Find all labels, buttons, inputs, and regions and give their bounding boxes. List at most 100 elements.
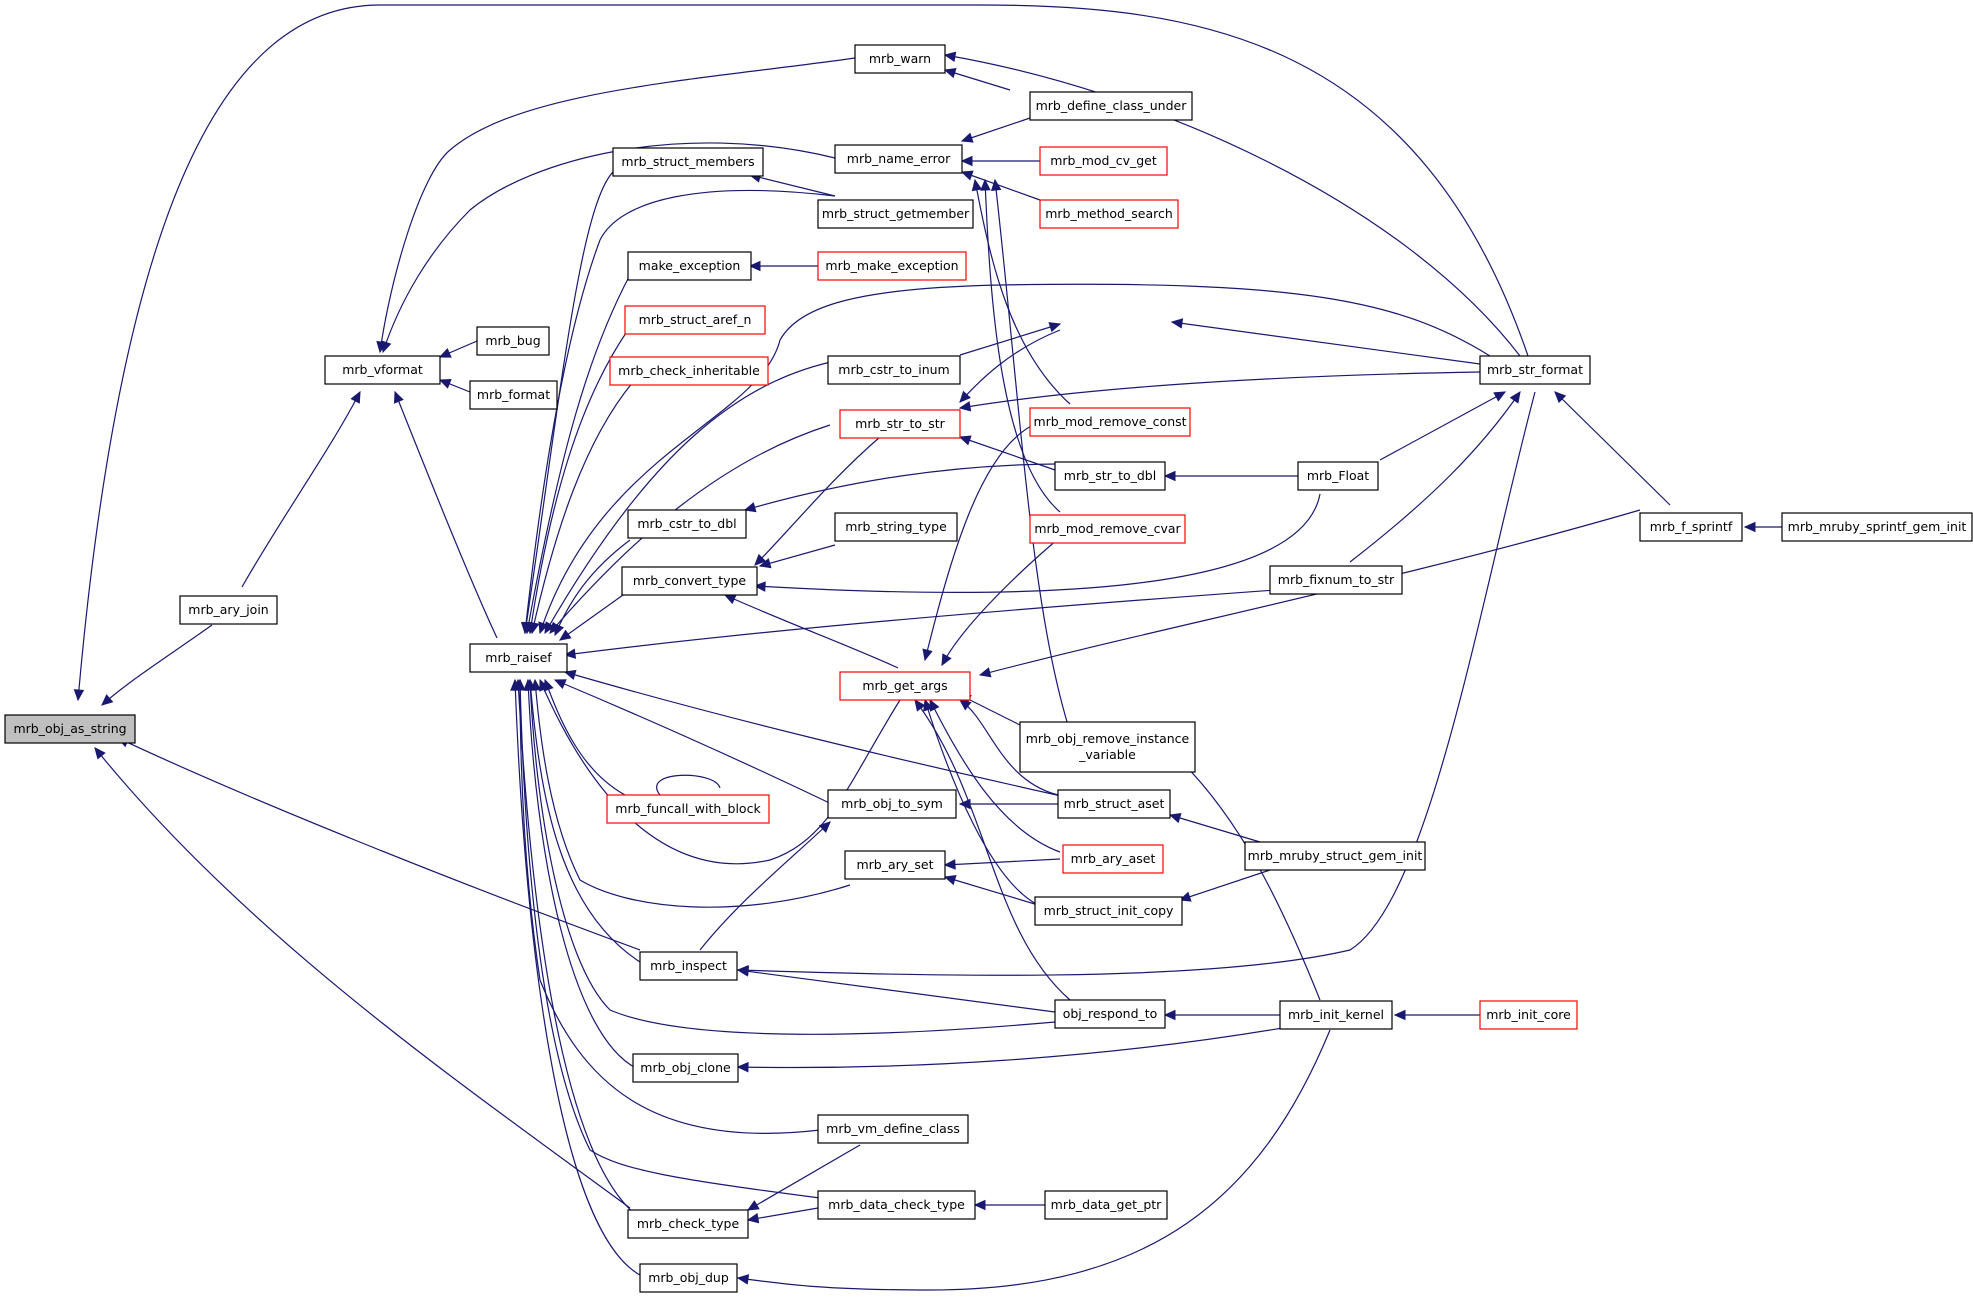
node-mrb-init-kernel[interactable]: mrb_init_kernel xyxy=(1279,1000,1393,1030)
node-mrb-obj-clone[interactable]: mrb_obj_clone xyxy=(632,1053,739,1083)
arrowhead xyxy=(914,699,926,712)
node-mrb-funcall-with-block[interactable]: mrb_funcall_with_block xyxy=(606,794,770,824)
node-mrb-method-search[interactable]: mrb_method_search xyxy=(1039,199,1179,229)
node-mrb-string-type[interactable]: mrb_string_type xyxy=(834,512,958,542)
arrowhead xyxy=(1163,470,1176,482)
arrowhead xyxy=(960,170,974,181)
node-mrb-obj-dup[interactable]: mrb_obj_dup xyxy=(639,1263,738,1293)
graph-nodes: mrb_obj_as_string mrb_ary_join mrb_vformat… xyxy=(4,44,1973,1293)
node-obj-respond-to[interactable]: obj_respond_to xyxy=(1054,999,1166,1029)
node-mrb-mod-remove-const[interactable]: mrb_mod_remove_const xyxy=(1029,407,1191,437)
node-mrb-cstr-to-inum[interactable]: mrb_cstr_to_inum xyxy=(827,355,961,385)
node-mrb-mod-remove-cvar[interactable]: mrb_mod_remove_cvar xyxy=(1029,514,1186,544)
node-mrb-ary-join[interactable]: mrb_ary_join xyxy=(179,595,278,625)
node-mrb-init-core[interactable]: mrb_init_core xyxy=(1479,1000,1578,1030)
edge-obj_respond_to-to-raisef xyxy=(529,679,1056,1035)
node-label: mrb_convert_type xyxy=(633,573,747,588)
node-box xyxy=(817,1190,976,1220)
node-mrb-struct-init-copy[interactable]: mrb_struct_init_copy xyxy=(1034,896,1183,926)
node-mrb-Float[interactable]: mrb_Float xyxy=(1297,461,1379,491)
node-mrb-check-type[interactable]: mrb_check_type xyxy=(627,1209,749,1239)
arrowhead xyxy=(746,1200,760,1211)
node-mrb-vformat[interactable]: mrb_vformat xyxy=(324,355,441,385)
edge-ary_join-to-vformat xyxy=(241,391,361,588)
edge-arrowheads xyxy=(73,51,1756,1285)
node-mrb-str-format[interactable]: mrb_str_format xyxy=(1479,355,1591,385)
node-mrb-struct-getmember[interactable]: mrb_struct_getmember xyxy=(817,199,974,229)
node-label: mrb_cstr_to_dbl xyxy=(637,516,736,531)
node-mrb-obj-to-sym[interactable]: mrb_obj_to_sym xyxy=(827,789,957,819)
node-box xyxy=(1044,1190,1168,1220)
arrowhead xyxy=(1168,812,1182,824)
node-mrb-struct-members[interactable]: mrb_struct_members xyxy=(612,147,764,177)
edge-funcall_with_block-to-raisef xyxy=(544,679,626,796)
node-mrb-f-sprintf[interactable]: mrb_f_sprintf xyxy=(1639,512,1743,542)
node-label: mrb_struct_aset xyxy=(1064,796,1165,811)
arrowhead xyxy=(1048,322,1062,333)
edge-ary_aset-to-get_args xyxy=(929,699,1061,853)
arrowhead xyxy=(980,178,991,191)
node-mrb-name-error[interactable]: mrb_name_error xyxy=(834,144,963,174)
node-mrb-vm-define-class[interactable]: mrb_vm_define_class xyxy=(817,1114,969,1144)
arrowhead xyxy=(960,132,974,143)
edge-str_to_str-to-raisef xyxy=(549,424,831,634)
node-mrb-convert-type[interactable]: mrb_convert_type xyxy=(621,566,758,596)
edge-str_format-to-obj_as_string xyxy=(77,4,1529,701)
node-mrb-ary-set[interactable]: mrb_ary_set xyxy=(844,850,946,880)
node-box xyxy=(839,409,961,439)
node-label: mrb_string_type xyxy=(845,519,947,534)
node-mrb-cstr-to-dbl[interactable]: mrb_cstr_to_dbl xyxy=(627,509,747,539)
node-mrb-ary-aset[interactable]: mrb_ary_aset xyxy=(1062,844,1164,874)
node-mrb-mruby-sprintf-gem-init[interactable]: mrb_mruby_sprintf_gem_init xyxy=(1781,512,1973,542)
node-mrb-struct-aset[interactable]: mrb_struct_aset xyxy=(1057,789,1171,819)
node-mrb-obj-remove-instance-variable[interactable]: mrb_obj_remove_instance_variable xyxy=(1019,721,1196,773)
node-box xyxy=(612,147,764,177)
arrowhead xyxy=(523,678,534,691)
edge-struct_getmember-to-raisef xyxy=(524,189,836,634)
node-mrb-data-get-ptr[interactable]: mrb_data_get_ptr xyxy=(1044,1190,1168,1220)
node-label: mrb_struct_members xyxy=(621,154,754,169)
node-box xyxy=(1029,514,1186,544)
edge-inspect-to-raisef xyxy=(529,679,641,963)
node-mrb-check-inheritable[interactable]: mrb_check_inheritable xyxy=(609,356,769,386)
arrowhead xyxy=(929,698,940,712)
arrowhead xyxy=(736,965,749,976)
edge-struct_gem_init-to-struct_init_copy xyxy=(1179,869,1271,901)
node-label: obj_respond_to xyxy=(1063,1006,1158,1021)
edge-cstr_to_inum-to-str_to_inum xyxy=(959,323,1061,356)
node-mrb-bug[interactable]: mrb_bug xyxy=(476,326,550,356)
arrowhead xyxy=(818,821,831,834)
node-mrb-mod-cv-get[interactable]: mrb_mod_cv_get xyxy=(1039,146,1168,176)
node-mrb-make-exception[interactable]: mrb_make_exception xyxy=(817,251,967,281)
edge-check_type-to-raisef xyxy=(517,679,641,1219)
node-mrb-raisef[interactable]: mrb_raisef xyxy=(469,643,568,673)
node-mrb-obj-as-string[interactable]: mrb_obj_as_string xyxy=(4,714,136,744)
node-label: mrb_raisef xyxy=(485,650,552,665)
node-mrb-data-check-type[interactable]: mrb_data_check_type xyxy=(817,1190,976,1220)
node-mrb-get-args[interactable]: mrb_get_args xyxy=(839,671,971,701)
call-edges xyxy=(77,4,1782,1291)
node-mrb-inspect[interactable]: mrb_inspect xyxy=(639,951,738,981)
node-mrb-define-class-under[interactable]: mrb_define_class_under xyxy=(1029,91,1193,121)
node-mrb-str-to-dbl[interactable]: mrb_str_to_dbl xyxy=(1054,461,1166,491)
node-mrb-warn[interactable]: mrb_warn xyxy=(854,44,946,74)
edge-struct_members-to-raisef xyxy=(524,169,616,634)
edge-check_type-to-obj_as_string xyxy=(94,747,631,1209)
node-box xyxy=(609,356,769,386)
arrowhead xyxy=(563,669,577,680)
node-label: mrb_ary_aset xyxy=(1071,851,1156,866)
node-mrb-format[interactable]: mrb_format xyxy=(469,380,558,410)
edge-ary_join-to-obj_as_string xyxy=(101,624,213,706)
node-mrb-fixnum-to-str[interactable]: mrb_fixnum_to_str xyxy=(1269,565,1403,595)
edge-struct_init_copy-to-ary_set xyxy=(944,876,1039,906)
node-box xyxy=(627,251,752,281)
edge-str_format-to-str_to_str xyxy=(959,371,1481,409)
edge-inspect-to-obj_to_sym xyxy=(699,821,831,951)
edge-fixnum_to_str-to-raisef xyxy=(564,589,1276,656)
node-mrb-str-to-str[interactable]: mrb_str_to_str xyxy=(839,409,961,439)
node-box xyxy=(817,251,967,281)
node-mrb-mruby-struct-gem-init[interactable]: mrb_mruby_struct_gem_init xyxy=(1244,841,1426,871)
node-label: mrb_str_to_str xyxy=(855,416,946,431)
node-make-exception[interactable]: make_exception xyxy=(627,251,752,281)
node-mrb-struct-aref-n[interactable]: mrb_struct_aref_n xyxy=(624,305,766,335)
